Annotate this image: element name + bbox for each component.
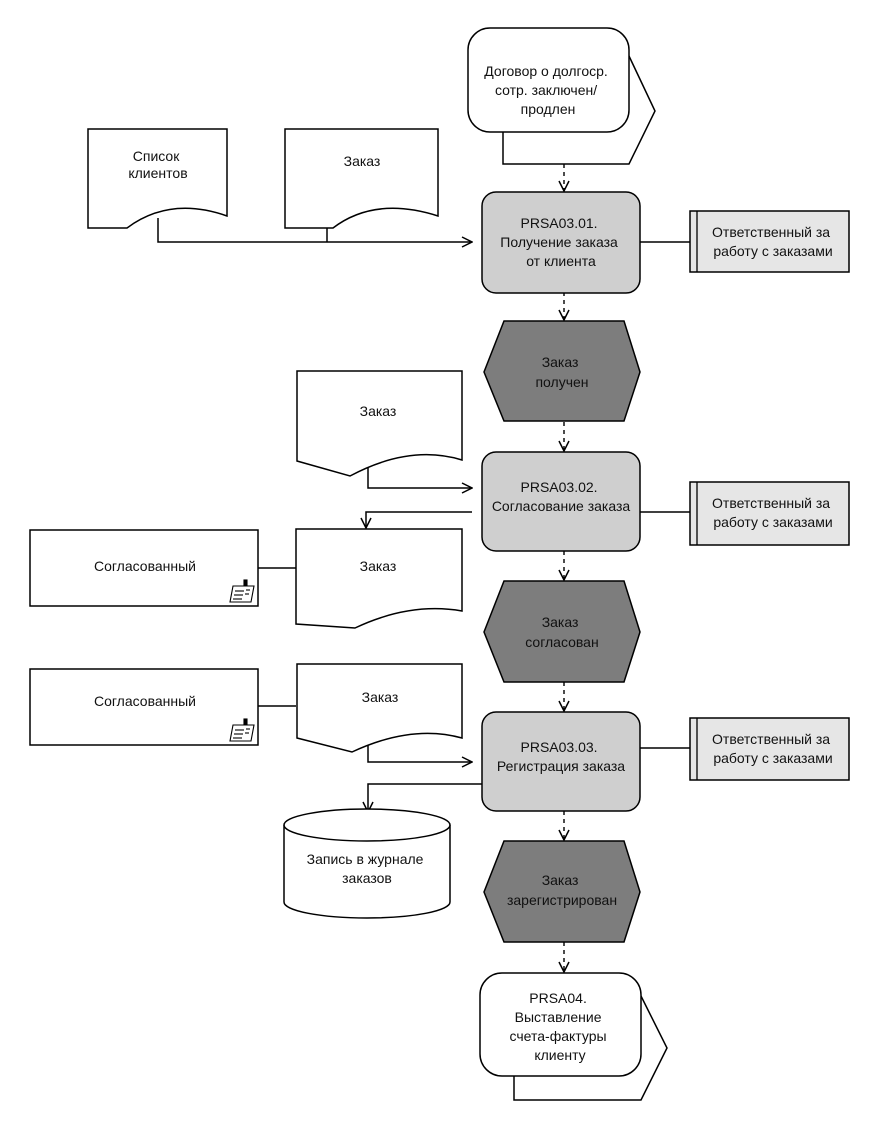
svg-text:Список клиентов: Список клиентов bbox=[128, 148, 187, 181]
process-interface-start-box bbox=[467, 27, 630, 133]
role-1: Ответственный за работу с заказами bbox=[689, 210, 850, 273]
database-order-journal: Запись в журнале заказов bbox=[283, 808, 451, 919]
input-order-2-to-func-2 bbox=[367, 462, 472, 488]
svg-text:PRSA03.02. Согласование: PRSA03.02. Согласование заказа bbox=[492, 479, 631, 514]
connectors bbox=[157, 164, 690, 972]
document-client-list: Список клиентов bbox=[87, 128, 228, 229]
svg-text:Ответственный за работу: Ответственный за работу с заказами bbox=[712, 731, 834, 766]
document-store-approved-2: Согласованный bbox=[29, 668, 259, 746]
clipboard-icon bbox=[229, 579, 255, 603]
svg-text:Заказ зарегистрирован: Заказ зарегистрирован bbox=[507, 872, 617, 908]
svg-text:Согласованный: Согласованный bbox=[94, 558, 196, 574]
input-order-4-to-func-3 bbox=[367, 738, 472, 762]
svg-text:PRSA03.01. Получение зак: PRSA03.01. Получение заказа от клиента bbox=[500, 215, 621, 269]
process-interface-end-box bbox=[479, 972, 642, 1077]
svg-text:Заказ согласован: Заказ согласован bbox=[525, 614, 598, 650]
event-order-received: Заказ получен bbox=[483, 320, 641, 422]
svg-text:Заказ: Заказ bbox=[360, 403, 397, 419]
document-order-4: Заказ bbox=[296, 663, 463, 753]
role-2: Ответственный за работу с заказами bbox=[689, 481, 850, 546]
output-func-3-to-journal bbox=[368, 783, 482, 812]
document-order-3: Заказ bbox=[295, 528, 463, 629]
role-3: Ответственный за работу с заказами bbox=[689, 717, 850, 781]
svg-text:PRSA04. Выставление: PRSA04. Выставление счета-фактуры клиент… bbox=[510, 990, 611, 1063]
input-client-list-to-func-1 bbox=[157, 218, 472, 242]
document-order-2: Заказ bbox=[296, 370, 463, 477]
svg-text:Заказ: Заказ bbox=[360, 558, 397, 574]
document-order-1: Заказ bbox=[284, 128, 439, 229]
function-prsa03-01: PRSA03.01. Получение заказа от клиента bbox=[481, 191, 641, 294]
svg-text:Ответственный за работу: Ответственный за работу с заказами bbox=[712, 495, 834, 530]
event-order-approved: Заказ согласован bbox=[483, 580, 641, 683]
process-interface-end: PRSA04. Выставление счета-фактуры клиент… bbox=[479, 972, 668, 1101]
svg-text:PRSA03.03. Регистрация з: PRSA03.03. Регистрация заказа bbox=[497, 739, 625, 774]
function-prsa03-02: PRSA03.02. Согласование заказа bbox=[481, 451, 641, 552]
function-prsa03-03: PRSA03.03. Регистрация заказа bbox=[481, 711, 641, 812]
svg-text:Запись в журнале заказов: Запись в журнале заказов bbox=[307, 851, 428, 886]
event-order-registered: Заказ зарегистрирован bbox=[483, 840, 641, 943]
svg-text:Заказ: Заказ bbox=[362, 689, 399, 705]
document-store-approved-1: Согласованный bbox=[29, 529, 259, 607]
svg-text:Заказ получен: Заказ получен bbox=[535, 354, 588, 390]
process-interface-start-label: Договор о долгоср. сотр. заключен/ продл… bbox=[484, 63, 611, 117]
svg-text:Согласованный: Согласованный bbox=[94, 693, 196, 709]
svg-text:Заказ: Заказ bbox=[344, 153, 381, 169]
process-interface-start: Договор о долгоср. сотр. заключен/ продл… bbox=[467, 27, 656, 165]
svg-text:Ответственный за работу: Ответственный за работу с заказами bbox=[712, 224, 834, 259]
output-func-2-to-order-3 bbox=[366, 511, 472, 528]
clipboard-icon bbox=[229, 718, 255, 742]
